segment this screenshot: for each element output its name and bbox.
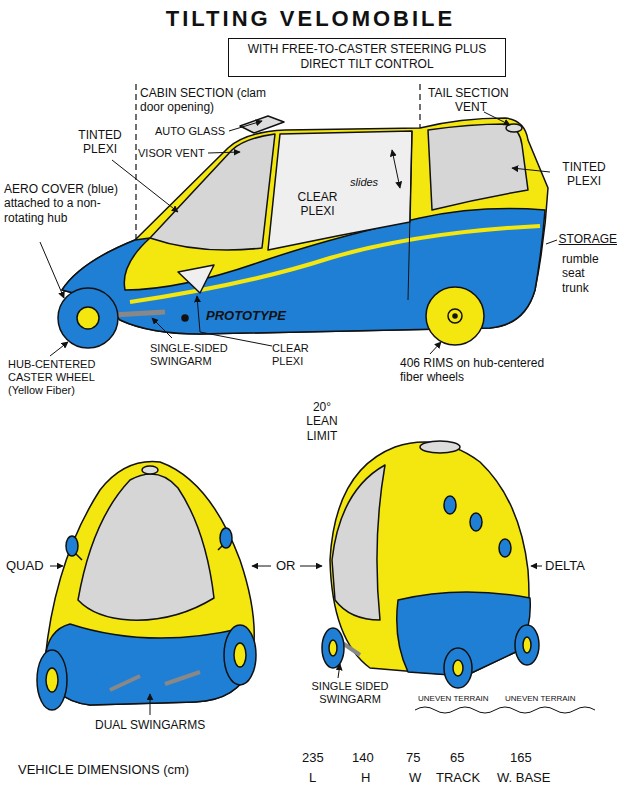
door-line <box>408 131 412 300</box>
dimension-name: W <box>409 770 421 786</box>
diagram-title: TILTING VELOMOBILE <box>0 6 621 32</box>
leader-line <box>208 152 240 153</box>
slide-arrow <box>392 150 400 188</box>
leader-lines <box>40 112 557 715</box>
box-text: WITH FREE-TO-CASTER STEERING PLUS DIRECT… <box>235 42 499 72</box>
body-shell <box>45 462 254 705</box>
pointer-arrow <box>300 566 322 567</box>
rear-wheel <box>426 287 484 345</box>
side-view <box>58 116 548 348</box>
mirror <box>66 536 78 556</box>
section-label: TAIL SECTION <box>428 86 509 100</box>
dimension-value: 140 <box>352 750 374 766</box>
leader-line <box>484 112 510 125</box>
part-label: CLEAR PLEXI <box>272 342 327 368</box>
wheel <box>37 650 67 710</box>
swingarm <box>110 672 200 690</box>
dimension-name: W. BASE <box>497 770 550 786</box>
dimension-value: 65 <box>450 750 464 766</box>
view-label: DELTA <box>545 558 585 574</box>
delta-view <box>322 441 595 713</box>
hub <box>46 668 58 692</box>
terrain-label: UNEVEN TERRAIN <box>418 694 489 704</box>
tail-vent <box>506 124 522 132</box>
view-label: OR <box>276 558 296 574</box>
section-label: CABIN SECTION (clam door opening) <box>140 86 272 115</box>
tinted-rear-window <box>428 124 528 210</box>
note-label: rumble seat trunk <box>562 252 612 295</box>
hub <box>329 640 337 656</box>
wheel <box>515 625 539 665</box>
leader-line <box>430 342 441 354</box>
clear-side-window <box>268 131 412 250</box>
part-label: AERO COVER (blue) attached to a non-rota… <box>4 182 120 225</box>
leader-line <box>40 242 64 298</box>
leader-line <box>546 240 557 244</box>
part-label: VISOR VENT <box>138 147 205 160</box>
front-hub <box>77 307 99 329</box>
clear-lower-window <box>178 265 214 293</box>
leader-line <box>150 694 151 715</box>
wheel <box>322 628 344 668</box>
visor-flap <box>240 116 284 133</box>
body-marking: PROTOTYPE <box>206 308 286 324</box>
part-label: SINGLE SIDED SWINGARM <box>300 680 400 706</box>
dimension-name: TRACK <box>436 770 480 786</box>
leader-line <box>112 160 178 212</box>
side-port <box>499 539 511 557</box>
part-label: TINTED PLEXI <box>70 128 130 157</box>
mirror-stalk <box>74 544 224 560</box>
part-label: HUB-CENTERED CASTER WHEEL (Yellow Fiber) <box>8 358 108 398</box>
part-label: CLEAR PLEXI <box>290 190 345 219</box>
hub <box>453 660 463 676</box>
part-label: AUTO GLASS <box>155 125 225 138</box>
quad-view <box>37 462 256 710</box>
wheel <box>224 625 256 685</box>
body-dot <box>182 315 188 321</box>
blue-panel <box>45 624 253 705</box>
side-port <box>470 513 482 531</box>
dimension-name: H <box>361 770 370 786</box>
side-port <box>444 496 456 514</box>
top-vent <box>420 441 460 453</box>
part-label: VENT <box>455 100 487 114</box>
dimension-value: 75 <box>406 750 420 766</box>
mirror <box>220 528 232 548</box>
hub <box>523 637 531 653</box>
part-label: TINTED PLEXI <box>553 160 615 189</box>
dimension-heading: VEHICLE DIMENSIONS (cm) <box>18 762 189 778</box>
part-label: SINGLE-SIDED SWINGARM <box>150 342 232 368</box>
note-label: slides <box>350 176 378 189</box>
part-label: STORAGE <box>559 232 617 246</box>
leader-line <box>338 664 340 678</box>
dimension-name: L <box>309 770 316 786</box>
view-label: QUAD <box>6 558 44 574</box>
pointer-arrow <box>252 566 271 567</box>
rear-axle <box>453 314 457 318</box>
pointer-arrow <box>50 566 63 567</box>
front-wheel <box>58 288 118 348</box>
leader-line <box>50 342 68 356</box>
pointer-arrow <box>531 566 542 567</box>
leader-line <box>512 168 550 172</box>
wheel <box>444 648 472 688</box>
subtitle-box: WITH FREE-TO-CASTER STEERING PLUS DIRECT… <box>228 38 506 77</box>
canopy <box>332 465 385 620</box>
note-label: 20° LEAN LIMIT <box>296 400 348 443</box>
top-vent <box>142 466 158 474</box>
terrain-line <box>415 707 595 713</box>
canopy <box>78 474 214 620</box>
part-label: 406 RIMS on hub-centered fiber wheels <box>400 356 570 385</box>
dimension-value: 235 <box>302 750 324 766</box>
hub <box>234 643 246 667</box>
dimension-value: 165 <box>510 750 532 766</box>
leader-line <box>152 318 172 338</box>
part-label: DUAL SWINGARMS <box>95 718 205 732</box>
terrain-label: UNEVEN TERRAIN <box>505 694 576 704</box>
leader-line <box>229 121 262 131</box>
rear-hub <box>448 309 462 323</box>
